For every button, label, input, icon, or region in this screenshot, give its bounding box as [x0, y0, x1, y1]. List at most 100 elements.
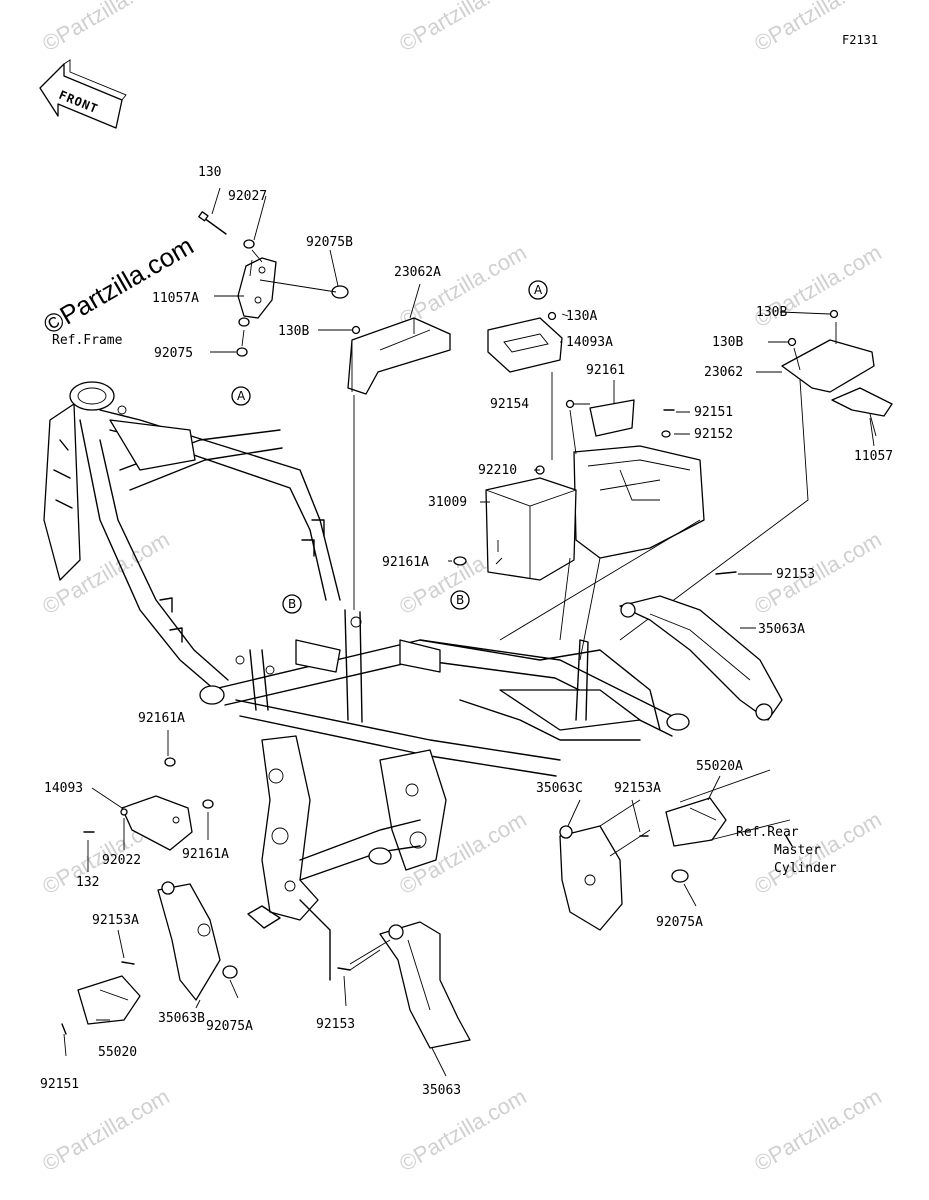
bolt-130b-lower	[787, 337, 797, 347]
callout-b-frame-label: B	[288, 597, 296, 611]
bracket-11057a-group	[198, 211, 349, 357]
figure-code: F2131	[842, 33, 878, 47]
bracket-23062a	[347, 317, 451, 610]
part-label: 92153	[316, 1017, 355, 1032]
cover-14093	[121, 795, 193, 851]
part-label: 92075A	[656, 915, 703, 930]
callout-b-case-label: B	[456, 593, 464, 607]
bracket-35063c	[559, 825, 623, 931]
part-label: 92075A	[206, 1019, 253, 1034]
part-label: 23062	[704, 365, 743, 380]
watermark: ©Partzilla.com	[750, 527, 886, 620]
watermark: ©Partzilla.com	[750, 0, 886, 56]
part-label: 35063B	[158, 1011, 205, 1026]
callout-markers: A A B B	[231, 280, 548, 614]
part-label: 92151	[694, 405, 733, 420]
part-label: 92161A	[182, 847, 229, 862]
callout-a-left	[231, 386, 251, 406]
part-label: 35063A	[758, 622, 805, 637]
part-label: 11057	[854, 449, 893, 464]
part-label: 92075	[154, 346, 193, 361]
grommet-92161a-upper	[164, 757, 176, 767]
bracket-11057a	[237, 257, 277, 319]
part-label: 92153A	[92, 913, 139, 928]
part-label: 55020	[98, 1045, 137, 1060]
watermark: ©Partzilla.com	[395, 0, 531, 56]
grommet-92075b	[331, 285, 349, 299]
callout-b-case	[450, 590, 470, 610]
grommet-92075	[236, 347, 248, 357]
part-label: 92161	[586, 363, 625, 378]
pad-92161	[589, 399, 635, 437]
part-label: 92153A	[614, 781, 661, 796]
cover-14093a	[487, 317, 563, 373]
leader-lines	[63, 187, 875, 1077]
rear-footrest-left	[61, 881, 238, 1035]
ref-rear-label-line3: Cylinder	[774, 861, 837, 876]
part-label: 23062A	[394, 265, 441, 280]
part-label: 35063	[422, 1083, 461, 1098]
ref-frame-label: Ref.Frame	[52, 333, 123, 348]
bolt-92154	[565, 399, 575, 409]
nut-92022	[120, 808, 128, 816]
part-label: 14093	[44, 781, 83, 796]
bolt-130	[203, 217, 227, 235]
part-label: 55020A	[696, 759, 743, 774]
bolt-130b	[351, 325, 361, 335]
guard-55020	[77, 975, 141, 1025]
guard-55020a	[665, 797, 727, 847]
part-label: 92154	[490, 397, 529, 412]
part-label: 92153	[776, 567, 815, 582]
part-label: 92151	[40, 1077, 79, 1092]
watermark: ©Partzilla.com	[38, 0, 174, 56]
callout-b-frame	[282, 594, 302, 614]
ref-rear-label-line1: Ref.Rear	[736, 825, 799, 840]
front-arrow-icon: FRONT	[39, 59, 127, 129]
bolt-130a	[547, 311, 557, 321]
footrest-bracket-35063a	[619, 571, 783, 721]
grommet-92161a	[453, 556, 467, 566]
partzilla-logo-watermark: ©Partzilla.com	[38, 230, 198, 340]
battery-case-group	[453, 311, 705, 661]
collar-92027	[243, 239, 255, 249]
part-label: 14093A	[566, 335, 613, 350]
part-label: 92075B	[306, 235, 353, 250]
part-label: 92022	[102, 853, 141, 868]
grommet-92161a-lower	[202, 799, 214, 809]
watermarks: ©Partzilla.com ©Partzilla.com ©Partzilla…	[38, 0, 886, 1176]
callout-a-left-label: A	[237, 389, 246, 403]
bracket-23062	[781, 339, 875, 393]
footrest-bracket-35063	[337, 921, 471, 1049]
bolt-92153-bottom	[337, 967, 351, 971]
callout-a-right-label: A	[534, 283, 543, 297]
part-label: 92161A	[382, 555, 429, 570]
bolt-92153	[715, 571, 737, 575]
bolt-right-guard	[785, 835, 793, 847]
part-label: 92210	[478, 463, 517, 478]
screw-92151-left	[61, 1023, 67, 1035]
part-label: 130B	[756, 305, 787, 320]
bracket-35063b	[157, 883, 221, 1001]
frame-assembly	[43, 381, 690, 981]
part-label: 92027	[228, 189, 267, 204]
part-label: 92152	[694, 427, 733, 442]
part-label: 35063C	[536, 781, 583, 796]
watermark: ©Partzilla.com	[38, 1084, 174, 1177]
part-label: 11057A	[152, 291, 199, 306]
battery-tray	[573, 445, 705, 559]
watermark: ©Partzilla.com	[395, 1084, 531, 1177]
collar-92075a	[671, 869, 689, 883]
bracket-11057	[831, 387, 893, 417]
collar-92075a-left	[222, 965, 238, 979]
part-label: 130B	[278, 324, 309, 339]
part-labels: 130 92027 92075B 23062A 11057A 130B 9207…	[40, 165, 893, 1098]
callout-a-right	[528, 280, 548, 300]
washer-92152	[661, 430, 671, 438]
bolt-130b-upper	[829, 309, 839, 319]
part-label: 31009	[428, 495, 467, 510]
part-label: 130A	[566, 309, 597, 324]
part-label: 130	[198, 165, 221, 180]
part-label: 92161A	[138, 711, 185, 726]
